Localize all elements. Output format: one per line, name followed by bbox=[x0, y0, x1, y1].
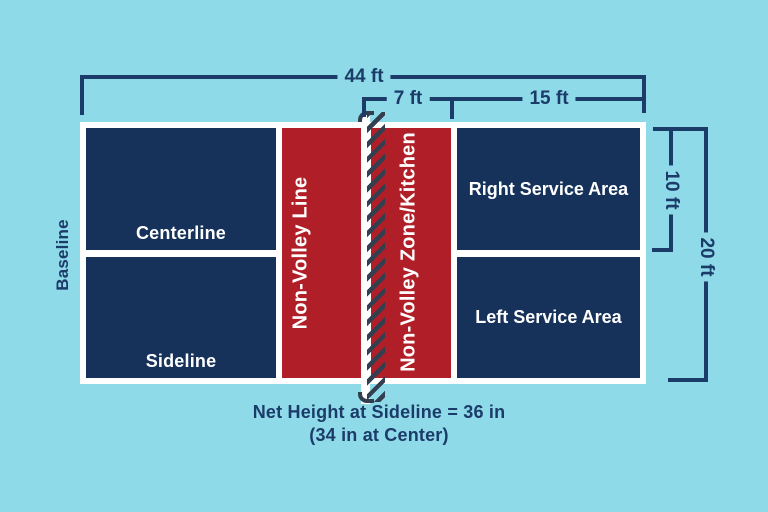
net-top-hook bbox=[358, 111, 374, 122]
non-volley-line-label: Non-Volley Line bbox=[289, 176, 312, 330]
sideline-label: Sideline bbox=[145, 351, 217, 371]
non-volley-zone-left bbox=[282, 128, 363, 378]
left-service-area-box: Left Service Area bbox=[457, 257, 640, 378]
right-service-area-box: Right Service Area bbox=[457, 128, 640, 250]
dim-10ft-label: 10 ft bbox=[660, 165, 682, 215]
dim-15ft-label: 15 ft bbox=[522, 88, 576, 110]
net-post-line bbox=[361, 114, 370, 404]
left-court-lower-box: Sideline bbox=[86, 257, 276, 378]
non-volley-zone-kitchen-label: Non-Volley Zone/Kitchen bbox=[397, 132, 420, 372]
net-bottom-hook bbox=[358, 392, 374, 403]
dim-7-15ft-tick-mid bbox=[450, 97, 454, 119]
net-height-note-line2: (34 in at Center) bbox=[309, 425, 449, 445]
left-court-upper-box: Centerline bbox=[86, 128, 276, 250]
net-icon bbox=[367, 112, 385, 402]
dim-10ft-bottom-arm bbox=[652, 248, 673, 252]
centerline-label: Centerline bbox=[135, 223, 227, 243]
baseline-label: Baseline bbox=[53, 219, 72, 291]
net-height-note: Net Height at Sideline = 36 in (34 in at… bbox=[214, 401, 544, 447]
dim-44ft-cap-left bbox=[80, 75, 84, 115]
dim-20ft-label: 20 ft bbox=[695, 232, 717, 282]
dim-7-15ft-line bbox=[362, 97, 646, 101]
left-service-area-label: Left Service Area bbox=[475, 307, 622, 327]
dim-20ft-bottom-arm bbox=[668, 378, 708, 382]
net-height-note-line1: Net Height at Sideline = 36 in bbox=[252, 402, 506, 422]
dim-44ft-label: 44 ft bbox=[337, 66, 391, 88]
dim-right-top-arm bbox=[653, 127, 708, 131]
right-service-area-label: Right Service Area bbox=[468, 178, 629, 199]
dim-7ft-tick-left bbox=[362, 97, 366, 117]
dim-44ft-cap-right bbox=[642, 75, 646, 113]
dim-7ft-label: 7 ft bbox=[386, 88, 430, 110]
